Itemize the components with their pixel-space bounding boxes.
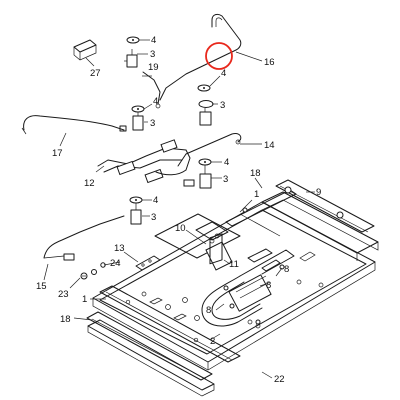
- callout-22: 22: [274, 374, 285, 385]
- surface-burner-center: [198, 158, 212, 189]
- callout-labels: 4 3 16 27 19 4 3 4 3 17 14 12 4 3 18 1 9…: [36, 35, 321, 385]
- mounting-bracket: [135, 255, 161, 271]
- callout-24: 24: [110, 258, 121, 269]
- callout-23: 23: [58, 289, 69, 300]
- callout-8: 8: [266, 280, 271, 291]
- wire-harness-12: [97, 139, 195, 187]
- callout-15: 15: [36, 281, 47, 292]
- gas-tube-14: [177, 133, 242, 167]
- callout-3: 3: [150, 118, 155, 129]
- leader-lines: [43, 39, 315, 379]
- surface-burner-left-rear: [131, 105, 145, 131]
- callout-4: 4: [151, 35, 156, 46]
- callout-1: 1: [82, 294, 87, 305]
- front-rail: [99, 285, 241, 363]
- surface-burner-right-rear: [197, 84, 214, 126]
- callout-2: 2: [210, 336, 215, 347]
- callout-16: 16: [264, 57, 275, 68]
- gas-tube-16: [159, 13, 242, 101]
- callout-4: 4: [153, 195, 158, 206]
- callout-3: 3: [150, 49, 155, 60]
- igniter-wire-17: [21, 115, 127, 135]
- surface-burner-left-front: [124, 36, 140, 68]
- callout-12: 12: [84, 178, 95, 189]
- center-bracket: [154, 189, 297, 271]
- callout-4: 4: [224, 157, 229, 168]
- callout-18: 18: [60, 314, 71, 325]
- burner-box-base: [92, 201, 376, 371]
- callout-27: 27: [90, 68, 101, 79]
- oven-burner-tube: [201, 248, 295, 327]
- callout-11: 11: [229, 259, 239, 270]
- callout-3: 3: [151, 212, 156, 223]
- surface-burner-left-lower: [129, 196, 143, 225]
- callout-3: 3: [220, 100, 225, 111]
- callout-1: 1: [254, 189, 259, 200]
- igniter-switch: [73, 39, 97, 61]
- callout-3: 3: [223, 174, 228, 185]
- highlight-circle: [205, 42, 233, 70]
- callout-8: 8: [206, 305, 211, 316]
- callout-14: 14: [264, 140, 275, 151]
- callout-4: 4: [221, 68, 226, 79]
- callout-9: 9: [316, 187, 321, 198]
- callout-10: 10: [175, 223, 186, 234]
- callout-19: 19: [148, 62, 159, 73]
- callout-8: 8: [284, 264, 289, 275]
- front-trim-strip: [86, 311, 213, 381]
- screws: [80, 186, 344, 325]
- side-rail-right: [261, 191, 379, 261]
- bottom-panel: [87, 319, 215, 397]
- callout-4: 4: [153, 96, 158, 107]
- igniter-wire-15: [43, 215, 125, 261]
- callout-17: 17: [52, 148, 63, 159]
- callout-18: 18: [250, 168, 261, 179]
- callout-13: 13: [114, 243, 125, 254]
